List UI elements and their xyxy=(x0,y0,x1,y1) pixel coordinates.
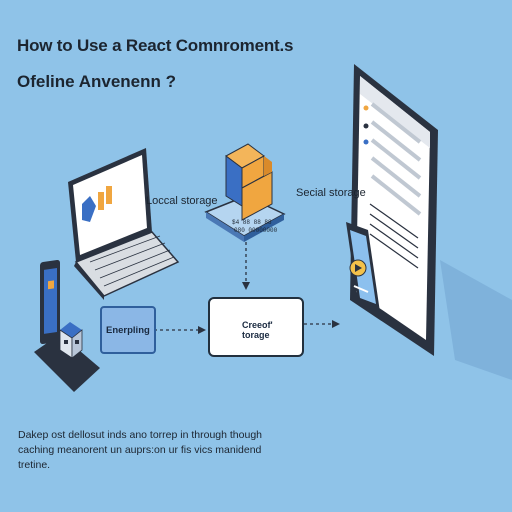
local-storage-label: Loccal storage xyxy=(146,195,218,207)
social-storage-label: Secial storage xyxy=(296,187,366,199)
page-title: How to Use a React Comnroment.s xyxy=(17,36,294,55)
smartphone-icon xyxy=(346,222,380,312)
arrow-head xyxy=(332,320,340,328)
description-text: Dakep ost dellosut inds ano torrep in th… xyxy=(18,429,262,471)
tablet-icon xyxy=(350,64,438,356)
enerpling-label: Enerpling xyxy=(106,325,150,336)
svg-text:080 00000000: 080 00000000 xyxy=(234,227,278,234)
creeof-storage-label: Creeof' torage xyxy=(242,320,273,340)
svg-text:$4 88 88 88: $4 88 88 88 xyxy=(232,219,272,226)
storage-cube-icon: $4 88 88 88 080 00000000 xyxy=(204,143,286,242)
phone-icon xyxy=(34,259,100,392)
page-subtitle: Ofeline Anvenenn ? xyxy=(17,72,177,91)
tablet-shadow xyxy=(440,260,512,380)
laptop-icon xyxy=(68,148,180,300)
creeof-storage-bubble: Creeof' torage xyxy=(208,297,304,357)
enerpling-bubble: Enerpling xyxy=(100,306,156,354)
arrow-head xyxy=(198,326,206,334)
arrow-head xyxy=(242,282,250,290)
